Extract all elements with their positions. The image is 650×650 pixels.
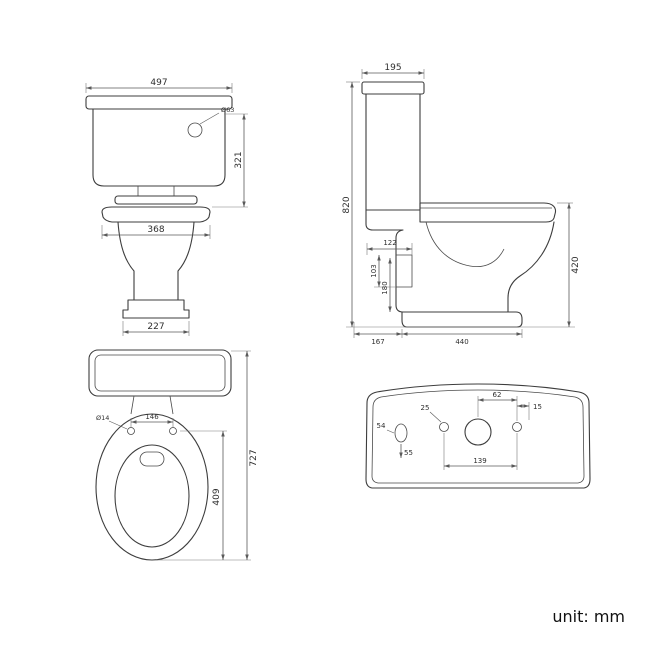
left-bolt-hole [439, 422, 449, 432]
dim-rear-inlet-hole: 25 [421, 404, 430, 412]
leader-line [386, 429, 395, 434]
seat-side [419, 202, 557, 223]
seat-front [101, 206, 211, 223]
seat-outline-top [95, 413, 209, 561]
flush-button-hole [187, 122, 203, 138]
dim-side-outlet-offset: 122 [383, 239, 396, 247]
dim-front-button-hole: Ø63 [221, 106, 234, 114]
pedestal-base-front [122, 299, 190, 319]
bowl-left-side [117, 221, 135, 301]
dim-side-trap-height: 180 [381, 281, 389, 294]
leader-line [108, 420, 128, 430]
dim-side-overall-height: 820 [342, 196, 352, 213]
dim-rear-oval-width: 54 [377, 422, 386, 430]
leader-line [429, 411, 442, 423]
oval-overflow-hole [394, 423, 408, 443]
dim-top-overall-depth: 727 [249, 449, 259, 466]
dim-front-width: 497 [150, 78, 167, 88]
dim-front-base-width: 227 [147, 322, 164, 332]
cistern-body-side [365, 93, 421, 211]
dim-front-cistern-height: 321 [234, 151, 244, 168]
side-view: 195 820 122 103 180 167 440 420 [342, 63, 581, 346]
dim-side-rear-to-base: 167 [371, 338, 384, 346]
dim-front-seat-width: 368 [147, 225, 164, 235]
cistern-rear-view: 62 15 25 54 55 139 [365, 383, 591, 489]
tank-seat-connector [137, 186, 175, 196]
top-view: 146 Ø14 727 409 [88, 349, 259, 561]
center-inlet-hole [464, 418, 492, 446]
cistern-top-inner [94, 354, 226, 392]
dim-top-hole-spacing: 146 [145, 413, 159, 421]
ext-lines [443, 433, 518, 470]
bowl-front-profile [507, 221, 555, 313]
dim-side-base-depth: 440 [455, 338, 468, 346]
leader-line [199, 112, 220, 125]
right-fixing-hole [169, 427, 177, 435]
hinge-cap-top [139, 451, 165, 467]
left-fixing-hole [127, 427, 135, 435]
bowl-shoulder-line [425, 221, 505, 268]
ext-lines [353, 322, 523, 338]
cistern-rear-inner [371, 389, 585, 484]
dim-side-outlet-height: 103 [370, 264, 378, 277]
cistern-lid-side [361, 81, 425, 95]
seat-hinge-front [114, 195, 198, 205]
dim-side-cistern-depth: 195 [384, 63, 401, 73]
dim-top-hole-diameter: Ø14 [96, 414, 109, 422]
unit-label: unit: mm [552, 607, 625, 626]
front-view: 497 Ø63 321 368 227 [85, 78, 248, 336]
dim-rear-center-to-hole: 62 [493, 391, 502, 399]
seat-neck-lines [130, 395, 174, 415]
cistern-top-outline [88, 349, 232, 397]
dim-side-seat-height: 420 [571, 256, 581, 273]
bowl-right-side [177, 221, 195, 301]
right-bolt-hole [512, 422, 522, 432]
dim-top-bowl-length: 409 [212, 488, 222, 505]
dim-rear-oval-drop: 55 [404, 449, 413, 457]
dim-rear-side-offset: 15 [533, 403, 542, 411]
bowl-opening-top [114, 444, 190, 548]
cistern-body-front [92, 108, 226, 187]
trap-outline [365, 209, 421, 313]
outlet-box [396, 254, 413, 288]
ext-lines [156, 350, 251, 561]
cistern-rear-outline [365, 383, 591, 489]
dim-rear-hole-span: 139 [473, 457, 486, 465]
cistern-lid-front [85, 95, 233, 110]
pedestal-base-side [401, 311, 523, 328]
